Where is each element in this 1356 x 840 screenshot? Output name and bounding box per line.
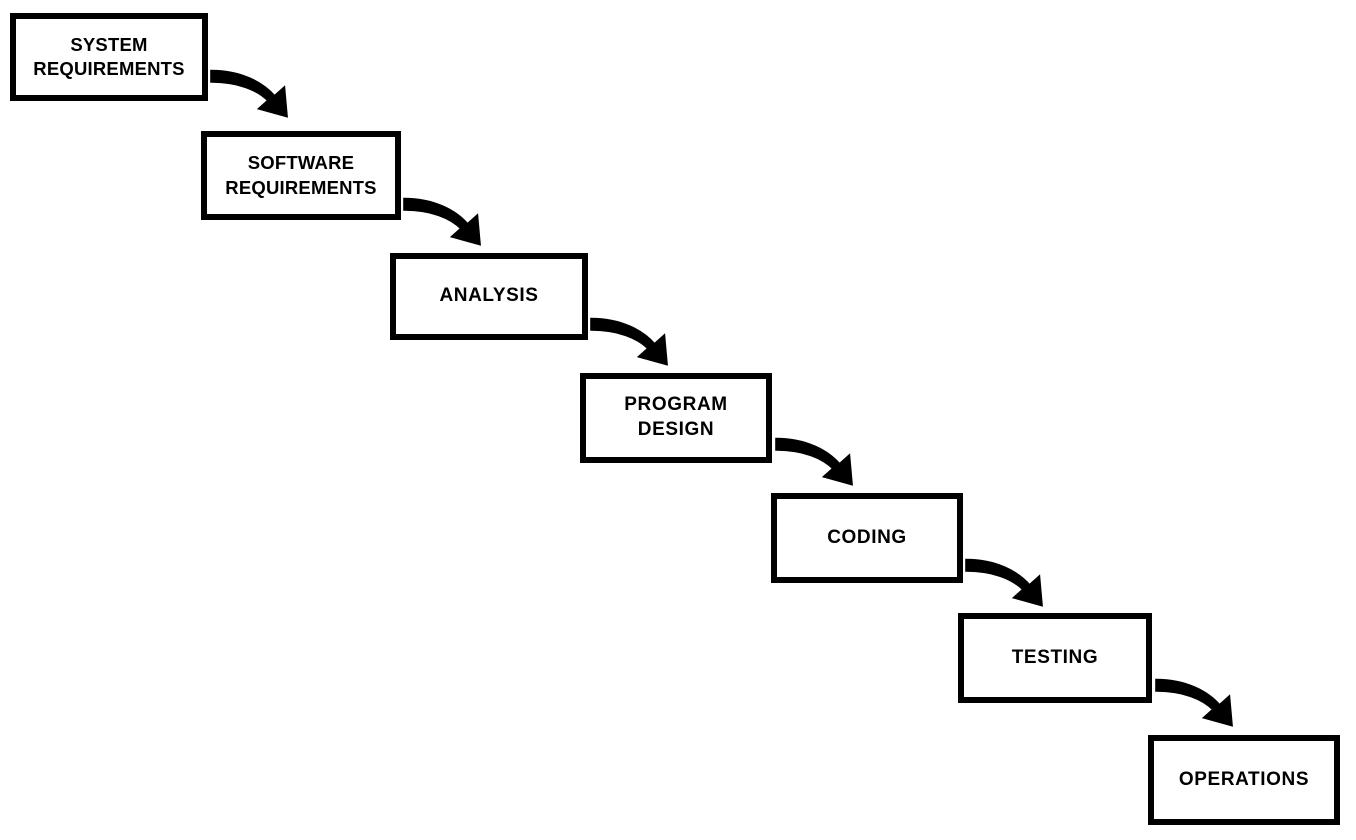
stage-label-analysis: ANALYSIS [439, 285, 539, 307]
arrow-program-design-to-coding [775, 437, 853, 486]
stage-box-coding[interactable]: CODING [771, 493, 963, 583]
stage-box-software-requirements[interactable]: SOFTWARE REQUIREMENTS [201, 131, 401, 220]
arrow-software-to-analysis [403, 197, 481, 246]
stage-box-operations[interactable]: OPERATIONS [1148, 735, 1340, 825]
stage-box-analysis[interactable]: ANALYSIS [390, 253, 588, 340]
arrow-system-to-software [210, 69, 288, 118]
stage-label-system-requirements: SYSTEM REQUIREMENTS [33, 33, 185, 79]
stage-label-testing: TESTING [1011, 646, 1099, 668]
stage-label-program-design: PROGRAM DESIGN [624, 394, 728, 440]
arrow-testing-to-operations [1155, 678, 1233, 727]
stage-label-software-requirements: SOFTWARE REQUIREMENTS [225, 152, 377, 198]
stage-box-program-design[interactable]: PROGRAM DESIGN [580, 373, 772, 463]
stage-label-operations: OPERATIONS [1178, 768, 1310, 790]
stage-box-system-requirements[interactable]: SYSTEM REQUIREMENTS [10, 13, 208, 101]
arrow-coding-to-testing [965, 558, 1043, 607]
stage-box-testing[interactable]: TESTING [958, 613, 1152, 703]
arrow-analysis-to-program-design [590, 317, 668, 366]
stage-label-coding: CODING [827, 526, 907, 548]
